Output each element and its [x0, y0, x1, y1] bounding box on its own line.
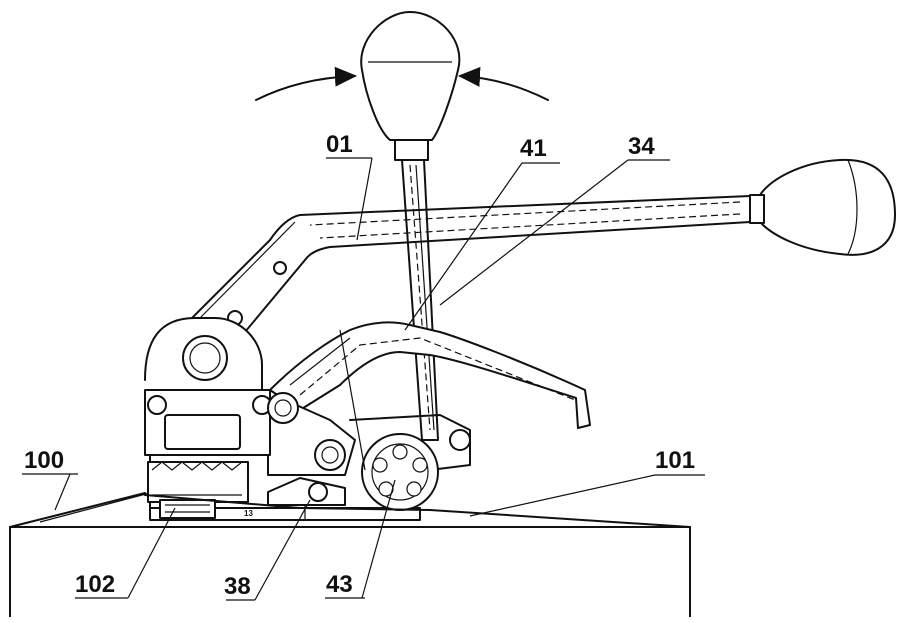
- handle-01: [179, 158, 896, 351]
- label-43: 43: [326, 571, 353, 598]
- lever-41: [269, 321, 591, 429]
- leader-lines: [22, 157, 705, 601]
- label-01: 01: [326, 131, 353, 158]
- cutter-38: [267, 477, 420, 521]
- label-102: 102: [75, 571, 115, 598]
- label-101: 101: [655, 447, 695, 474]
- gear-102: [147, 461, 249, 519]
- vertical-lever: [360, 11, 461, 441]
- label-100: 100: [24, 447, 64, 474]
- tool-body: [144, 317, 471, 521]
- label-34: 34: [628, 133, 655, 160]
- feed-wheel-43: [361, 433, 439, 511]
- rotation-arrows: [255, 66, 549, 101]
- label-41: 41: [520, 135, 547, 162]
- label-38: 38: [224, 573, 251, 600]
- label-13: 13: [244, 509, 253, 518]
